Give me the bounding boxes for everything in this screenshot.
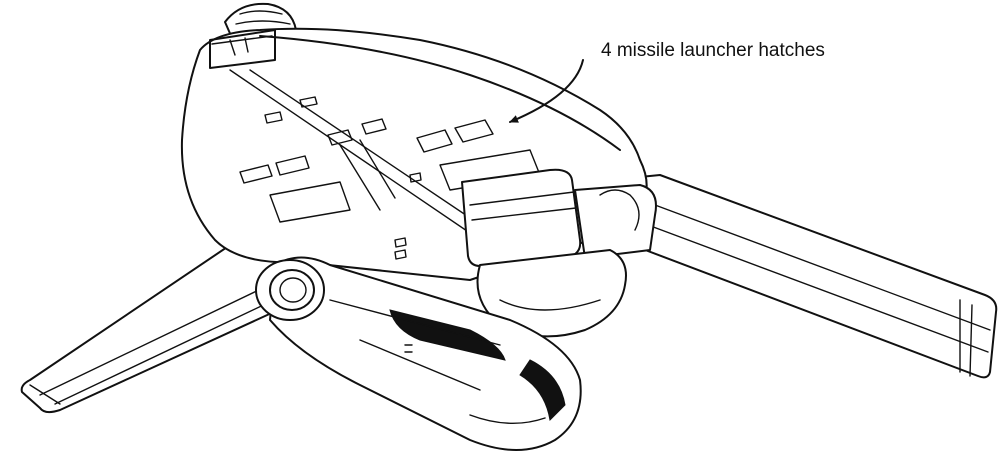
callout-arrow bbox=[509, 59, 584, 123]
left-wing bbox=[20, 234, 301, 414]
callout-label: 4 missile launcher hatches bbox=[601, 40, 825, 61]
left-nacelle bbox=[255, 256, 582, 451]
intake-flap bbox=[461, 168, 657, 267]
callout: 4 missile launcher hatches bbox=[509, 40, 825, 123]
right-nacelle bbox=[476, 249, 627, 338]
missile-hatches bbox=[327, 118, 494, 153]
right-wing bbox=[609, 174, 998, 379]
